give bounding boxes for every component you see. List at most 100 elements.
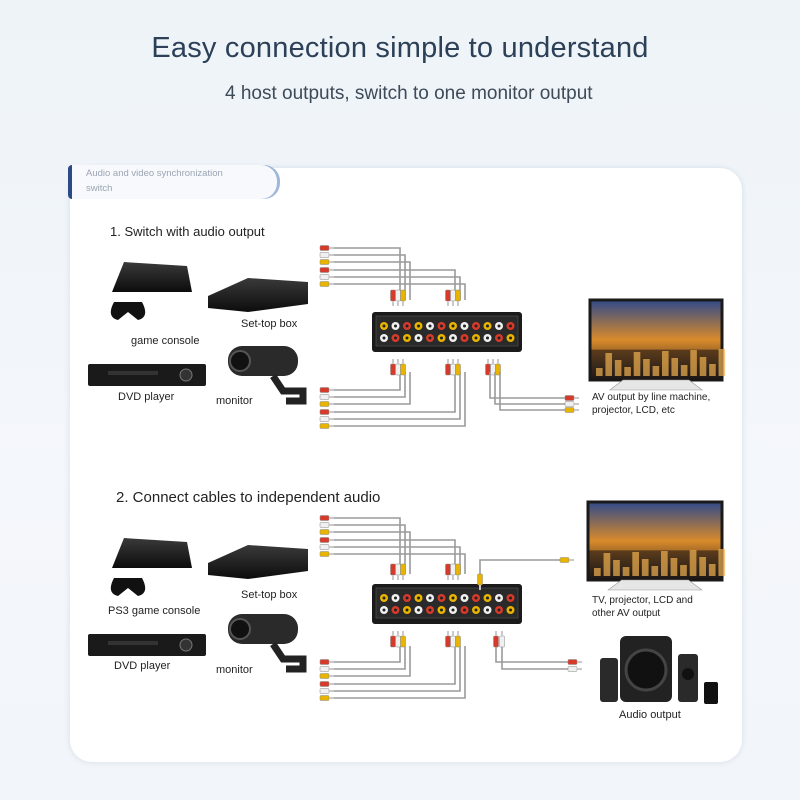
rca-plug bbox=[319, 401, 330, 407]
tv-building bbox=[680, 565, 687, 576]
rca-plug-tip bbox=[329, 531, 334, 533]
rca-plug bbox=[564, 395, 575, 401]
monitor-label-2: monitor bbox=[216, 664, 253, 676]
section2-heading: 2. Connect cables to independent audio bbox=[116, 489, 381, 506]
rca-plug-tip bbox=[457, 575, 459, 580]
camera-lens bbox=[229, 350, 251, 372]
cable-line bbox=[334, 539, 456, 574]
switch-port-hole bbox=[486, 608, 489, 612]
cable-line bbox=[334, 283, 466, 300]
switch-port-hole bbox=[382, 608, 386, 612]
rca-plug bbox=[319, 281, 330, 287]
rca-plug-tip bbox=[402, 631, 404, 636]
tv-building bbox=[603, 553, 611, 576]
rca-plug-tip bbox=[447, 359, 449, 364]
switch-port-hole bbox=[474, 324, 478, 328]
tv-building bbox=[613, 560, 620, 576]
cable-line bbox=[334, 261, 411, 300]
tv-building bbox=[614, 360, 622, 376]
switch-port-hole bbox=[428, 324, 432, 328]
cable-line bbox=[334, 247, 401, 300]
switch-port-hole bbox=[417, 608, 420, 612]
speaker-right-cone bbox=[682, 668, 694, 680]
switch-port-hole bbox=[382, 596, 386, 600]
rca-plug bbox=[395, 363, 401, 376]
rca-plug-tip bbox=[329, 389, 334, 391]
tv-output-line2: other AV output bbox=[592, 608, 661, 619]
rca-plug-tip bbox=[329, 683, 334, 685]
rca-plug bbox=[450, 635, 456, 648]
cable-line bbox=[479, 559, 560, 584]
rca-plug-tip bbox=[574, 409, 579, 411]
switch-port-hole bbox=[382, 324, 386, 328]
rca-plug bbox=[400, 563, 406, 576]
cable-line bbox=[334, 553, 466, 574]
switch-port-hole bbox=[509, 596, 512, 600]
ps3-console-icon bbox=[112, 538, 192, 568]
rca-plug-tip bbox=[329, 553, 334, 555]
rca-plug bbox=[455, 563, 461, 576]
rca-plug bbox=[319, 409, 330, 415]
switch-port-hole bbox=[497, 324, 501, 328]
rca-plug-tip bbox=[487, 359, 489, 364]
ps3-console-icon bbox=[112, 262, 192, 292]
rca-plug bbox=[564, 401, 575, 407]
tv-building bbox=[670, 558, 678, 576]
rca-plug-tip bbox=[397, 575, 399, 580]
rca-plug-tip bbox=[329, 418, 334, 420]
rca-plug-tip bbox=[329, 269, 334, 271]
rca-plug-tip bbox=[329, 661, 334, 663]
rca-plug bbox=[319, 551, 330, 557]
set-top-box-label-2: Set-top box bbox=[241, 589, 298, 601]
cable-line bbox=[334, 646, 401, 663]
rca-plug bbox=[390, 363, 396, 376]
rca-plug bbox=[493, 635, 499, 648]
rca-plug-tip bbox=[574, 397, 579, 399]
tv-building bbox=[661, 551, 668, 576]
tv-building bbox=[718, 549, 726, 576]
rca-plug-tip bbox=[397, 631, 399, 636]
rca-plug bbox=[319, 544, 330, 550]
rca-plug-tip bbox=[392, 575, 394, 580]
av-output-label: AV output by line machine, projector, LC… bbox=[592, 391, 732, 417]
switch-port-hole bbox=[428, 608, 432, 612]
rca-plug bbox=[499, 635, 505, 648]
switch-panel bbox=[375, 315, 519, 347]
rca-plug-tip bbox=[329, 675, 334, 677]
rca-plug bbox=[400, 289, 406, 302]
rca-plug-tip bbox=[402, 575, 404, 580]
rca-plug-tip bbox=[569, 559, 574, 561]
switch-port-hole bbox=[463, 336, 466, 340]
rca-plug-tip bbox=[329, 283, 334, 285]
tab-label-line2: switch bbox=[86, 183, 113, 194]
rca-plug-tip bbox=[447, 575, 449, 580]
set-top-box-label: Set-top box bbox=[241, 318, 298, 330]
rca-plug bbox=[390, 289, 396, 302]
cable-line bbox=[334, 646, 411, 677]
rca-plug-tip bbox=[577, 661, 582, 663]
tv-building bbox=[624, 367, 631, 376]
page-title: Easy connection simple to understand bbox=[151, 32, 649, 64]
tv-building bbox=[690, 350, 697, 376]
rca-plug bbox=[319, 515, 330, 521]
rca-plug bbox=[477, 573, 483, 586]
rca-plug-tip bbox=[457, 359, 459, 364]
switch-port-hole bbox=[509, 608, 512, 612]
switch-port-hole bbox=[463, 596, 466, 600]
rca-plug bbox=[455, 289, 461, 302]
rca-plug-tip bbox=[397, 301, 399, 306]
cable-line bbox=[501, 646, 568, 670]
rca-plug-tip bbox=[397, 359, 399, 364]
rca-plug bbox=[319, 695, 330, 701]
rca-plug-tip bbox=[329, 546, 334, 548]
rca-plug-tip bbox=[402, 301, 404, 306]
rca-plug bbox=[455, 363, 461, 376]
switch-panel bbox=[375, 587, 519, 619]
tab-label: Audio and video synchronization switch bbox=[68, 165, 277, 199]
switch-port-hole bbox=[451, 336, 455, 340]
switch-port-hole bbox=[405, 608, 409, 612]
tv-building bbox=[594, 568, 601, 576]
switch-port-hole bbox=[451, 596, 455, 600]
tv-building bbox=[662, 351, 669, 376]
